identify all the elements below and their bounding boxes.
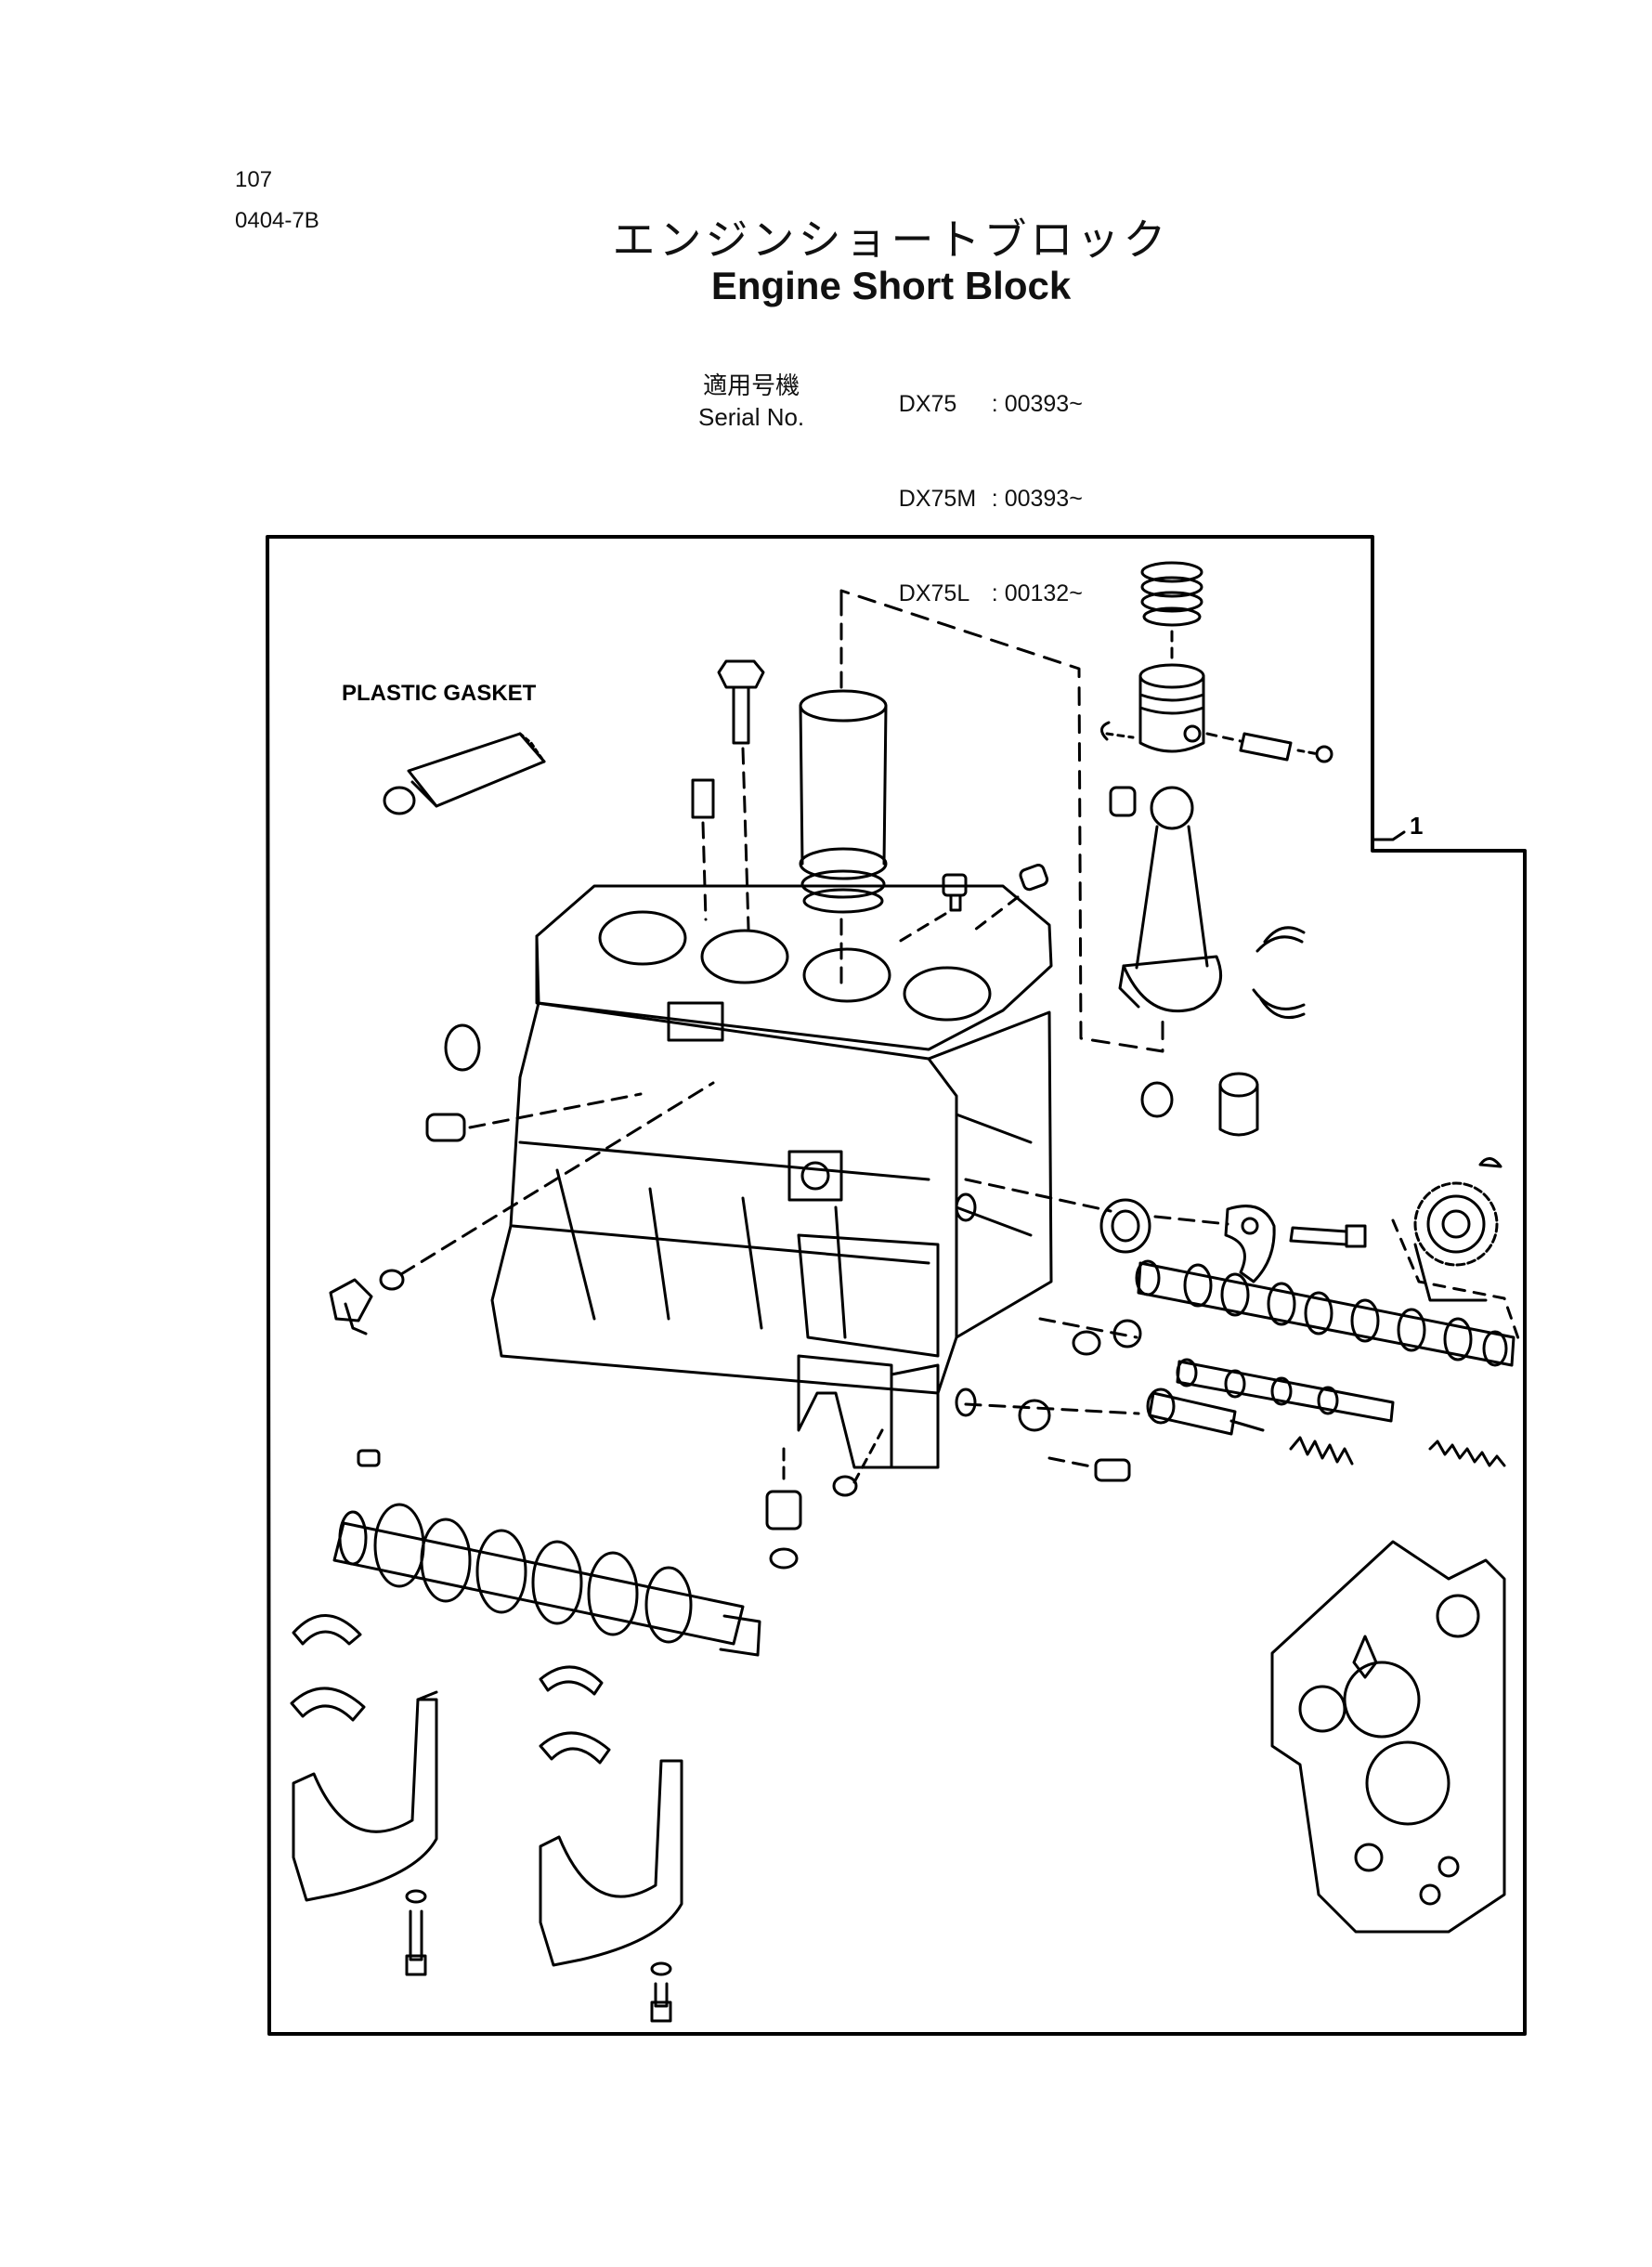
relief-valve	[1146, 1388, 1265, 1436]
drain-plug	[329, 1081, 715, 1335]
serial-label-en: Serial No.	[698, 403, 805, 431]
title-japanese: エンジンショートブロック	[612, 215, 1170, 265]
cam-bush-2	[1072, 1330, 1101, 1356]
piston	[1138, 663, 1205, 753]
main-bearing-lower-2	[539, 1731, 611, 1765]
serial-label: 適用号機 Serial No.	[698, 370, 804, 433]
piston-guide-line	[839, 589, 1164, 1053]
cam-bush-1	[1112, 1319, 1142, 1348]
expansion-plug	[444, 1023, 481, 1072]
cam-gear	[1413, 1181, 1499, 1302]
serial-value: : 00393~	[991, 391, 1083, 417]
main-cap-2	[539, 1759, 683, 1967]
serial-label-jp: 適用号機	[703, 371, 800, 399]
gasket-label: PLASTIC GASKET	[342, 681, 537, 706]
engine-block	[490, 884, 1053, 1469]
cap-bolt-1	[405, 1889, 427, 1976]
main-cap-1	[292, 1690, 438, 1902]
piston-rings	[1140, 561, 1203, 627]
woodruff-key	[1478, 1157, 1502, 1168]
side-plug	[832, 1428, 884, 1497]
oil-gallery-plug	[765, 1447, 802, 1570]
serial-row: DX75 : 00393~	[873, 357, 1083, 451]
main-bearing-upper-2	[539, 1665, 604, 1696]
dowel-sleeve	[969, 864, 1049, 934]
small-pin	[1094, 1458, 1131, 1482]
dowel-pin	[691, 778, 715, 921]
head-bolt	[717, 659, 765, 745]
front-plate-gasket	[1270, 1540, 1506, 1934]
camshaft-bush-top	[1140, 1081, 1174, 1118]
main-bearing-lower-1	[290, 1687, 366, 1722]
cylinder-liner	[799, 689, 888, 914]
serial-value: : 00393~	[991, 486, 1083, 512]
pump-leader	[964, 1402, 1140, 1469]
serial-list: DX75 : 00393~ DX75M : 00393~ DX75L : 00132~	[873, 357, 1083, 641]
cup-plug	[425, 1092, 643, 1142]
oil-jet-bolt	[897, 873, 968, 944]
camshaft-leader	[1038, 1317, 1138, 1339]
serial-row: DX75M : 00393~	[873, 451, 1083, 546]
title-english: Engine Short Block	[710, 264, 1072, 307]
camshaft-bush	[964, 1178, 1151, 1254]
spring-small	[1428, 1440, 1506, 1467]
serial-model: DX75M	[898, 486, 977, 512]
callout-leader	[1371, 830, 1406, 841]
piston-pin	[1100, 721, 1333, 763]
gear-guide-line	[1391, 1218, 1521, 1343]
bolt-leader	[741, 747, 750, 931]
small-end-bush	[1109, 786, 1137, 817]
relief-spring	[1289, 1436, 1354, 1466]
serial-model: DX75	[898, 391, 957, 417]
connecting-rod	[1118, 786, 1222, 1013]
camshaft	[1135, 1259, 1515, 1367]
callout-number: 1	[1410, 812, 1423, 840]
serial-row: DX75L : 00132~	[873, 546, 1083, 641]
idler-shaft	[1176, 1358, 1395, 1423]
tappet	[1218, 1072, 1259, 1137]
crank-pin	[357, 1449, 381, 1467]
serial-model: DX75L	[898, 580, 970, 606]
main-bearing-upper-1	[292, 1614, 362, 1646]
crankshaft	[332, 1503, 761, 1657]
page-code: 0404-7B	[235, 208, 319, 233]
con-rod-bearing	[1252, 926, 1306, 1019]
thrust-plate	[1153, 1205, 1276, 1283]
cam-bush-3	[1018, 1399, 1051, 1432]
diagram-frame	[266, 535, 1527, 2036]
page-number: 107	[235, 167, 273, 192]
serial-value: : 00132~	[991, 580, 1083, 606]
cap-bolt-2	[650, 1961, 672, 2023]
plastic-gasket-tube	[383, 732, 546, 815]
thrust-bolt	[1289, 1224, 1367, 1248]
